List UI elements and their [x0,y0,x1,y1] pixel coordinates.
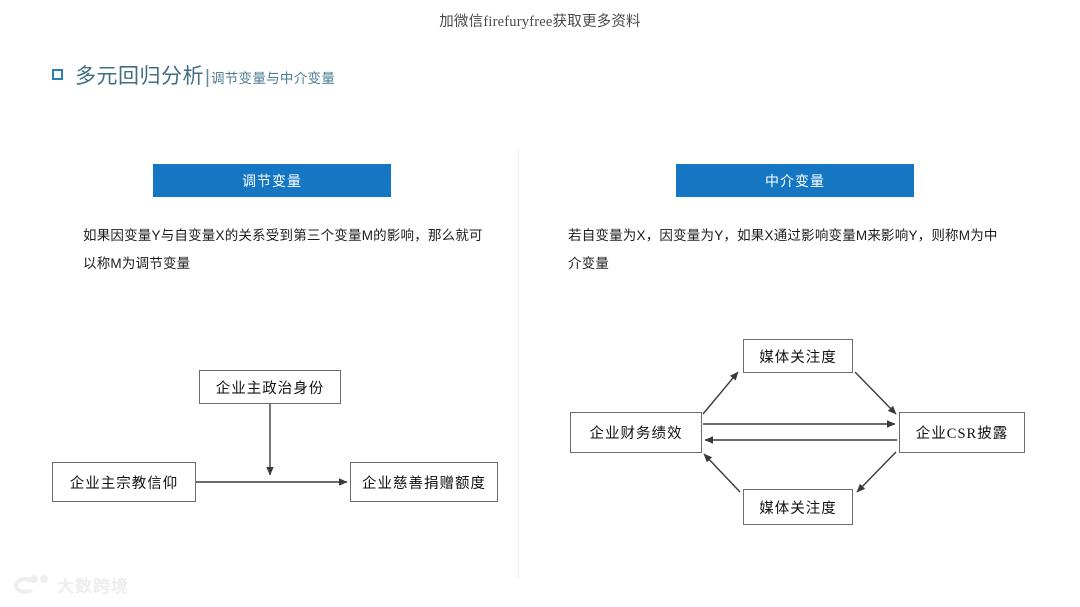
page-title: 多元回归分析 | 调节变量与中介变量 [52,66,335,87]
node-corporate-financial-performance: 企业财务绩效 [570,412,702,453]
node-media-attention-bottom: 媒体关注度 [743,489,853,525]
panel-moderator: 调节变量 如果因变量Y与自变量X的关系受到第三个变量M的影响，那么就可以称M为调… [0,0,518,607]
square-outline-icon [52,69,63,80]
panel-header-mediator: 中介变量 [676,164,914,197]
node-media-attention-top: 媒体关注度 [743,339,853,373]
node-charitable-donation-amount: 企业慈善捐赠额度 [350,462,498,502]
panel-divider [518,148,519,578]
panel-header-moderator: 调节变量 [153,164,391,197]
node-corporate-csr-disclosure: 企业CSR披露 [899,412,1025,453]
watermark-logo-text: 大数跨境 [57,577,129,596]
page-title-main: 多元回归分析 [75,65,204,88]
header-promo-text: 加微信firefuryfree获取更多资料 [439,14,641,30]
panel-description-mediator: 若自变量为X，因变量为Y，如果X通过影响变量M来影响Y，则称M为中介变量 [568,228,998,272]
brand-mark-icon [14,574,50,596]
node-enterprise-political-identity: 企业主政治身份 [199,370,341,404]
watermark-logo: 大数跨境 [14,572,129,597]
page-title-sub: 调节变量与中介变量 [210,71,336,86]
diagram-moderator-arrows [196,404,348,486]
node-owner-religious-belief: 企业主宗教信仰 [52,462,196,502]
panel-description-moderator: 如果因变量Y与自变量X的关系受到第三个变量M的影响，那么就可以称M为调节变量 [83,228,483,272]
panel-mediator: 中介变量 若自变量为X，因变量为Y，如果X通过影响变量M来影响Y，则称M为中介变… [518,0,1080,607]
title-separator: | [205,67,210,88]
